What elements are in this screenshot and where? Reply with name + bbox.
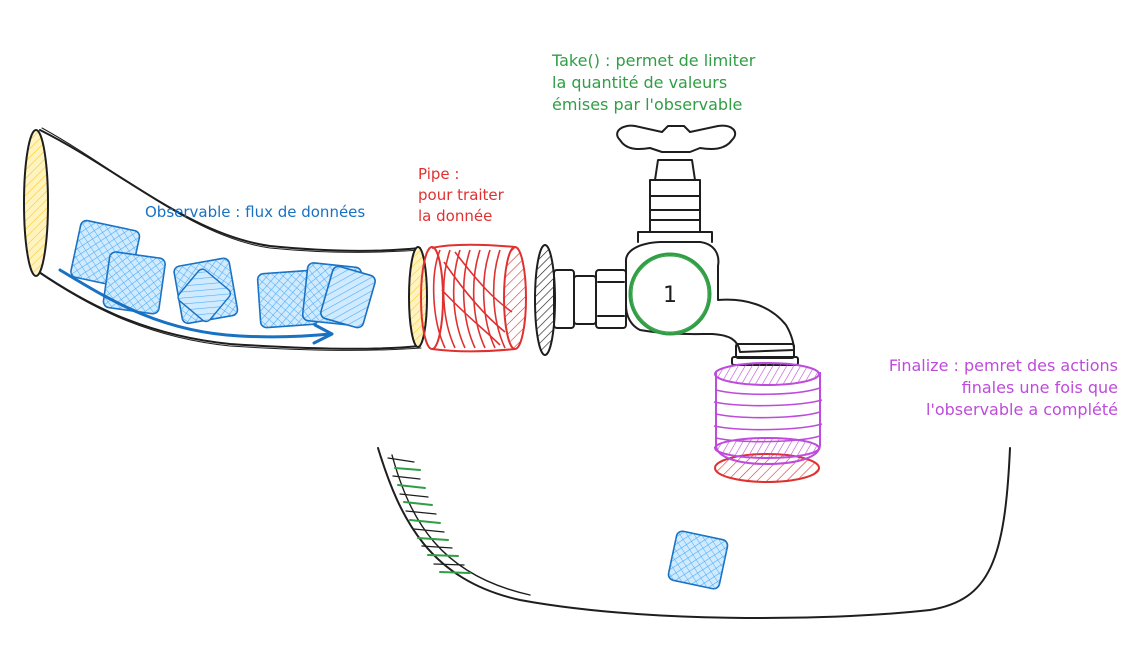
finalize-label-line: Finalize : pemret des actions bbox=[888, 356, 1118, 375]
faucet bbox=[534, 124, 799, 366]
take-label: Take() : permet de limiter la quantité d… bbox=[552, 50, 755, 116]
ice-cube bbox=[102, 251, 166, 315]
observable-label: Observable : flux de données bbox=[145, 203, 366, 221]
basin bbox=[377, 447, 1011, 620]
ice-cube bbox=[177, 268, 232, 323]
tube-left-opening bbox=[23, 129, 49, 277]
ice-cube bbox=[320, 265, 376, 329]
flow-arrow bbox=[58, 268, 334, 345]
take-label-line: émises par l'observable bbox=[552, 95, 743, 114]
finalize-coupler bbox=[713, 362, 823, 483]
pipe-label: Pipe : pour traiter la donnée bbox=[418, 164, 504, 227]
ice-cubes bbox=[70, 219, 376, 329]
finalize-label: Finalize : pemret des actions finales un… bbox=[889, 355, 1118, 421]
finalize-label-line: l'observable a complété bbox=[926, 400, 1118, 419]
ice-cube-in-basin bbox=[667, 530, 729, 590]
observable-tube bbox=[35, 127, 422, 351]
pipe-label-line: Pipe : bbox=[418, 165, 460, 183]
valve-number: 1 bbox=[663, 283, 677, 308]
pipe-label-line: pour traiter bbox=[418, 186, 504, 204]
finalize-label-line: finales une fois que bbox=[961, 378, 1118, 397]
take-label-line: la quantité de valeurs bbox=[552, 73, 728, 92]
pipe-coupler bbox=[420, 243, 527, 353]
take-label-line: Take() : permet de limiter bbox=[552, 51, 756, 70]
pipe-label-line: la donnée bbox=[418, 207, 493, 225]
take-valve: 1 bbox=[628, 252, 712, 336]
